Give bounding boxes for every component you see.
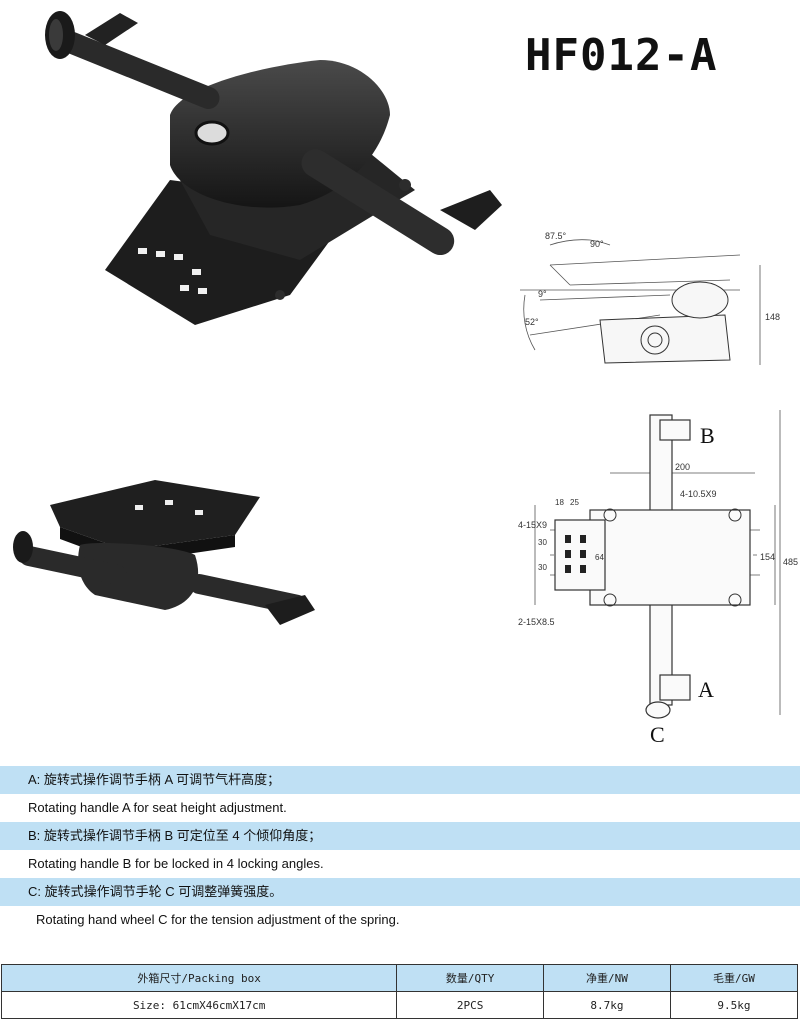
- feature-b-en: Rotating handle B for be locked in 4 loc…: [28, 856, 324, 871]
- dim-4-10-5x9: 4-10.5X9: [680, 489, 717, 499]
- dim-64: 64: [595, 553, 604, 562]
- packing-size: Size: 61cmX46cmX17cm: [0, 991, 398, 1019]
- dim-height: 148: [765, 312, 780, 322]
- packing-data-row: Size: 61cmX46cmX17cm 2PCS 8.7kg 9.5kg: [0, 991, 799, 1019]
- label-c: C: [650, 722, 665, 747]
- product-photo-top: [45, 11, 502, 325]
- dim-154: 154: [760, 552, 775, 562]
- dim-30b: 30: [538, 563, 547, 572]
- dim-30a: 30: [538, 538, 547, 547]
- feature-b-zh: B: 旋转式操作调节手柄 B 可定位至 4 个倾仰角度；: [0, 822, 800, 850]
- product-photo-bottom: [13, 480, 315, 625]
- dim-angle-3: 9°: [538, 289, 547, 299]
- feature-c-en: Rotating hand wheel C for the tension ad…: [36, 912, 400, 927]
- model-title: HF012-A: [525, 30, 718, 81]
- label-b: B: [700, 423, 715, 448]
- feature-c-zh: C: 旋转式操作调节手轮 C 可调整弹簧强度。: [0, 878, 800, 906]
- feature-a-zh: A: 旋转式操作调节手柄 A 可调节气杆高度；: [0, 766, 800, 794]
- dim-25: 25: [570, 498, 579, 507]
- packing-table: 外箱尺寸/Packing box 数量/QTY 净重/NW 毛重/GW Size…: [0, 964, 799, 1019]
- dim-angle-2: 90°: [590, 239, 604, 249]
- dim-angle-1: 87.5°: [545, 231, 567, 241]
- top-view-drawing: 200 4-10.5X9 18 25 4-15X9 30 30 64 154 4…: [518, 410, 798, 747]
- dim-200: 200: [675, 462, 690, 472]
- feature-a-en: Rotating handle A for seat height adjust…: [28, 800, 287, 815]
- packing-header-qty: 数量/QTY: [396, 964, 544, 992]
- packing-nw: 8.7kg: [542, 991, 671, 1019]
- packing-gw: 9.5kg: [669, 991, 799, 1019]
- packing-header-box: 外箱尺寸/Packing box: [0, 964, 398, 992]
- packing-qty: 2PCS: [396, 991, 544, 1019]
- dim-4-15x9: 4-15X9: [518, 520, 547, 530]
- label-a: A: [698, 677, 714, 702]
- packing-header-gw: 毛重/GW: [669, 964, 799, 992]
- dim-18: 18: [555, 498, 564, 507]
- dim-angle-4: 52°: [525, 317, 539, 327]
- side-view-drawing: 87.5° 90° 9° 52° 148: [520, 231, 780, 365]
- packing-header-nw: 净重/NW: [542, 964, 671, 992]
- packing-header-row: 外箱尺寸/Packing box 数量/QTY 净重/NW 毛重/GW: [0, 964, 799, 992]
- dim-2-15x8-5: 2-15X8.5: [518, 617, 555, 627]
- dim-485: 485: [783, 557, 798, 567]
